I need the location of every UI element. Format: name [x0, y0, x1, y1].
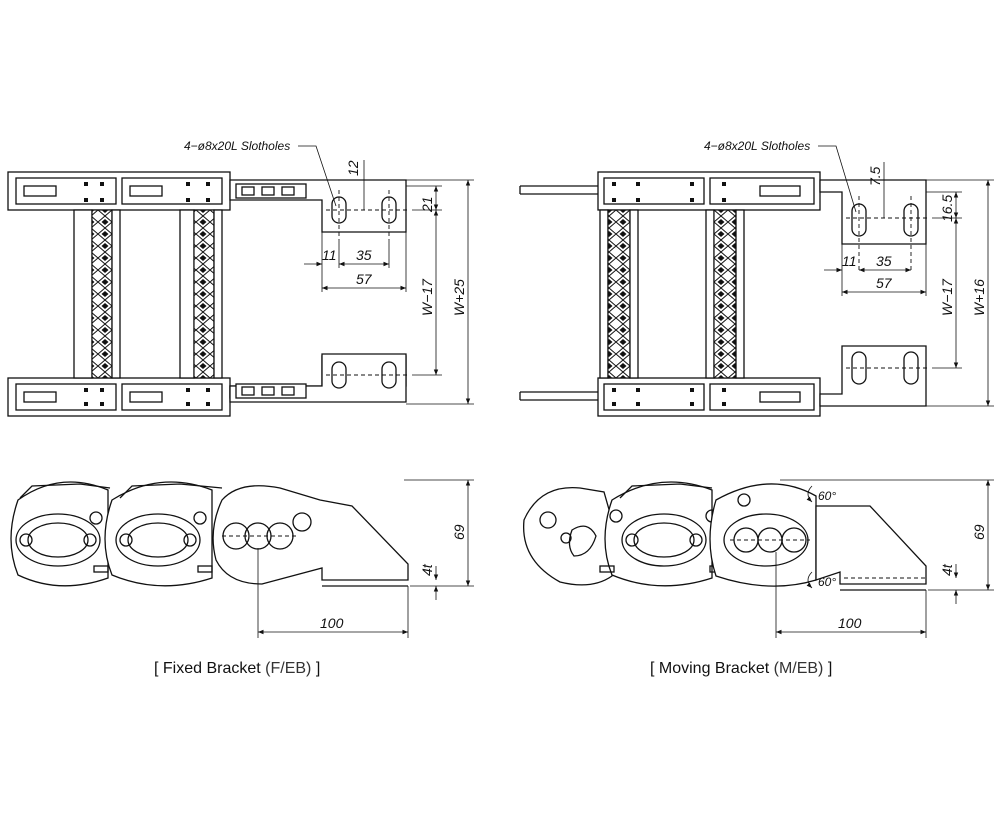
- fixed-dim-100: 100: [320, 615, 344, 631]
- fixed-top-view: 4−ø8x20L Slotholes 12 21 11 35 57 W−17 W…: [7, 139, 474, 417]
- fixed-caption-open: [ Fixed Bracket: [154, 660, 266, 677]
- fixed-slot-hole-3: [331, 361, 347, 389]
- moving-slot-hole-3: [851, 351, 867, 385]
- moving-bracket-bottom: [819, 345, 927, 407]
- moving-caption-close: ]: [823, 660, 833, 677]
- fixed-bracket-caption: [ Fixed Bracket (F/EB) ]: [154, 660, 320, 678]
- moving-angle-top: 60°: [818, 489, 836, 503]
- fixed-dim-w17: W−17: [419, 278, 435, 316]
- fixed-dim-4t: 4t: [419, 563, 435, 576]
- moving-top-view: 4−ø8x20L Slotholes 7.5 16.5 11 35 57 W−1…: [519, 139, 994, 417]
- fixed-dim-21: 21: [419, 196, 435, 213]
- moving-bracket-top: [819, 179, 927, 245]
- moving-side-link-2: [709, 483, 817, 587]
- moving-side-bracket-end: [522, 486, 613, 586]
- fixed-dim-35: 35: [356, 247, 372, 263]
- fixed-top-link-2: [121, 177, 223, 205]
- moving-dim-w17: W−17: [939, 278, 955, 316]
- moving-dim-7-5: 7.5: [867, 166, 883, 186]
- fixed-crossbar-pattern-1: [91, 209, 113, 379]
- fixed-dim-12: 12: [345, 160, 361, 176]
- moving-bracket-caption: [ Moving Bracket (M/EB) ]: [650, 660, 832, 678]
- moving-crossbar-pattern-2: [713, 209, 737, 379]
- moving-dim-w16: W+16: [971, 279, 987, 316]
- moving-dim-35: 35: [876, 253, 892, 269]
- moving-dim-11: 11: [842, 253, 857, 269]
- fixed-caption-close: ]: [311, 660, 321, 677]
- moving-crossbar-pattern-1: [607, 209, 631, 379]
- moving-slot-label: 4−ø8x20L Slotholes: [704, 139, 810, 153]
- fixed-top-link: [15, 177, 117, 205]
- fixed-dim-57: 57: [356, 271, 373, 287]
- fixed-crossbar-pattern-2: [193, 209, 215, 379]
- fixed-side-link-1: [10, 481, 109, 587]
- moving-dim-16-5: 16.5: [939, 195, 955, 222]
- moving-dim-69: 69: [971, 524, 987, 540]
- moving-side-view: 60° 60° 69 4t 100: [522, 479, 994, 638]
- moving-side-link-1: [604, 481, 713, 587]
- moving-dim-100: 100: [838, 615, 862, 631]
- moving-caption-code: (M/EB): [773, 660, 824, 677]
- moving-side-bracket: [815, 505, 927, 585]
- moving-dim-57: 57: [876, 275, 893, 291]
- fixed-side-bracket: [212, 485, 409, 585]
- fixed-dim-69: 69: [451, 524, 467, 540]
- fixed-caption-code: (F/EB): [265, 660, 312, 677]
- moving-slot-leader: [818, 145, 857, 213]
- fixed-slot-label: 4−ø8x20L Slotholes: [184, 139, 290, 153]
- fixed-dim-w25: W+25: [451, 279, 467, 316]
- moving-dim-4t: 4t: [939, 563, 955, 576]
- fixed-dim-11: 11: [322, 247, 337, 263]
- fixed-slot-leader: [298, 145, 337, 207]
- fixed-side-view: 69 4t 100: [10, 479, 474, 638]
- moving-caption-open: [ Moving Bracket: [650, 660, 774, 677]
- moving-angle-bottom: 60°: [818, 575, 836, 589]
